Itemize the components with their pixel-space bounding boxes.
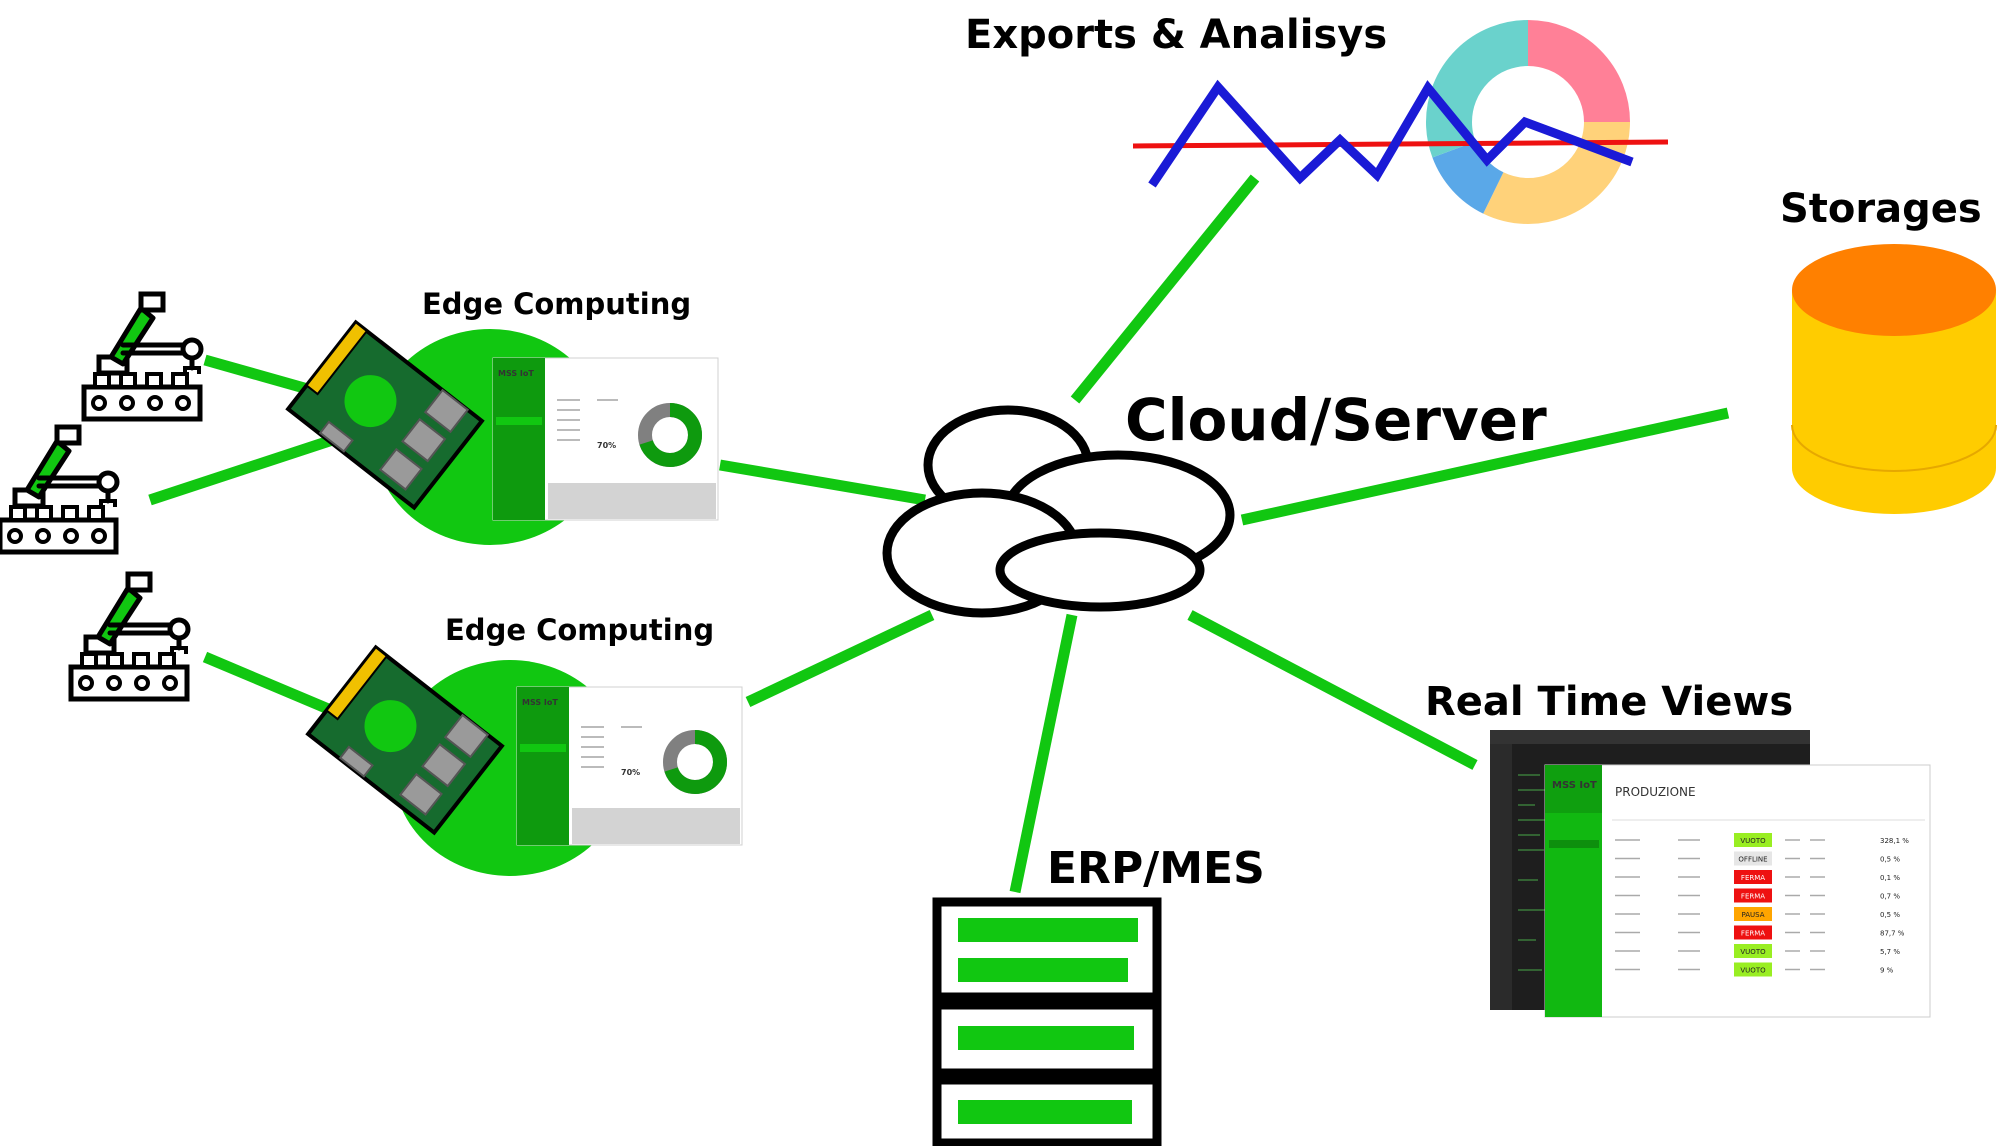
row-value: 0,5 %: [1880, 856, 1900, 864]
status-row: FERMA 0,1 %: [1615, 870, 1900, 884]
conveyor-icon: [68, 652, 190, 702]
realtime-brand: MSS IoT: [1552, 780, 1597, 791]
conveyor-icon: [0, 505, 119, 555]
database-icon: [1791, 244, 1997, 514]
line-cloud-erp: [1009, 613, 1078, 894]
row-value: 5,7 %: [1880, 948, 1900, 956]
erp-label: ERP/MES: [1047, 843, 1265, 894]
row-value: 328,1 %: [1880, 837, 1909, 845]
realtime-label: Real Time Views: [1425, 679, 1793, 725]
realtime-screenshot: MSS IoT PRODUZIONE: [1490, 730, 1931, 1018]
donut-chart-icon: [1426, 20, 1630, 224]
edge-percent-2: 70%: [621, 768, 640, 777]
status-row: PAUSA 0,5 %: [1615, 907, 1900, 921]
line-edge2-cloud: [745, 610, 935, 707]
exports-label: Exports & Analisys: [965, 12, 1387, 58]
row-value: 9 %: [1880, 967, 1894, 975]
raspberry-board-icon-2: [305, 644, 505, 836]
conveyor-icon: [81, 372, 203, 422]
line-chart-icon: [1148, 79, 1634, 188]
server-rack-icon: [932, 897, 1162, 1146]
status-badge: FERMA: [1741, 874, 1765, 882]
line-cloud-realtime: [1187, 610, 1478, 770]
robot-arm-icon: [68, 571, 191, 702]
status-badge: PAUSA: [1741, 911, 1764, 919]
robots: [0, 291, 204, 702]
edge-label-1: Edge Computing: [422, 287, 691, 321]
edge-screenshot-2: MSS IoT 70%: [516, 686, 743, 846]
storages-label: Storages: [1780, 186, 1982, 232]
robot-arm-icon: [0, 424, 120, 555]
row-value: 0,1 %: [1880, 874, 1900, 882]
status-badge: FERMA: [1741, 893, 1765, 901]
status-row: VUOTO 328,1 %: [1615, 833, 1909, 847]
row-value: 0,5 %: [1880, 911, 1900, 919]
status-row: FERMA 0,7 %: [1615, 888, 1900, 903]
edge-brand-1: MSS IoT: [498, 369, 534, 378]
line-cloud-exports: [1070, 174, 1260, 404]
connection-lines: [148, 174, 1730, 894]
cloud-label: Cloud/Server: [1125, 386, 1547, 454]
line-cloud-storages: [1240, 407, 1730, 526]
status-badge: OFFLINE: [1738, 856, 1767, 864]
status-row: FERMA 87,7 %: [1615, 925, 1905, 940]
raspberry-board-icon: [285, 319, 485, 511]
row-value: 87,7 %: [1880, 930, 1905, 938]
edge-label-2: Edge Computing: [445, 613, 714, 647]
edge-percent-1: 70%: [597, 441, 616, 450]
status-row: VUOTO 9 %: [1615, 962, 1894, 977]
status-row: OFFLINE 0,5 %: [1615, 851, 1900, 866]
robot-arm-icon: [81, 291, 204, 422]
cloud-icon: [882, 405, 1235, 618]
status-row: VUOTO 5,7 %: [1615, 944, 1900, 958]
row-value: 0,7 %: [1880, 893, 1900, 901]
edge-brand-2: MSS IoT: [522, 698, 558, 707]
status-table: VUOTO 328,1 % OFFLINE 0,5 % FERMA 0,1 % FERMA 0…: [1615, 833, 1909, 977]
edge-screenshot-1: MSS IoT 70%: [492, 357, 719, 521]
status-badge: VUOTO: [1740, 837, 1766, 845]
status-badge: VUOTO: [1740, 948, 1766, 956]
production-title: PRODUZIONE: [1615, 785, 1696, 799]
status-badge: VUOTO: [1740, 967, 1766, 975]
line-edge1-cloud: [719, 459, 926, 506]
status-badge: FERMA: [1741, 930, 1765, 938]
